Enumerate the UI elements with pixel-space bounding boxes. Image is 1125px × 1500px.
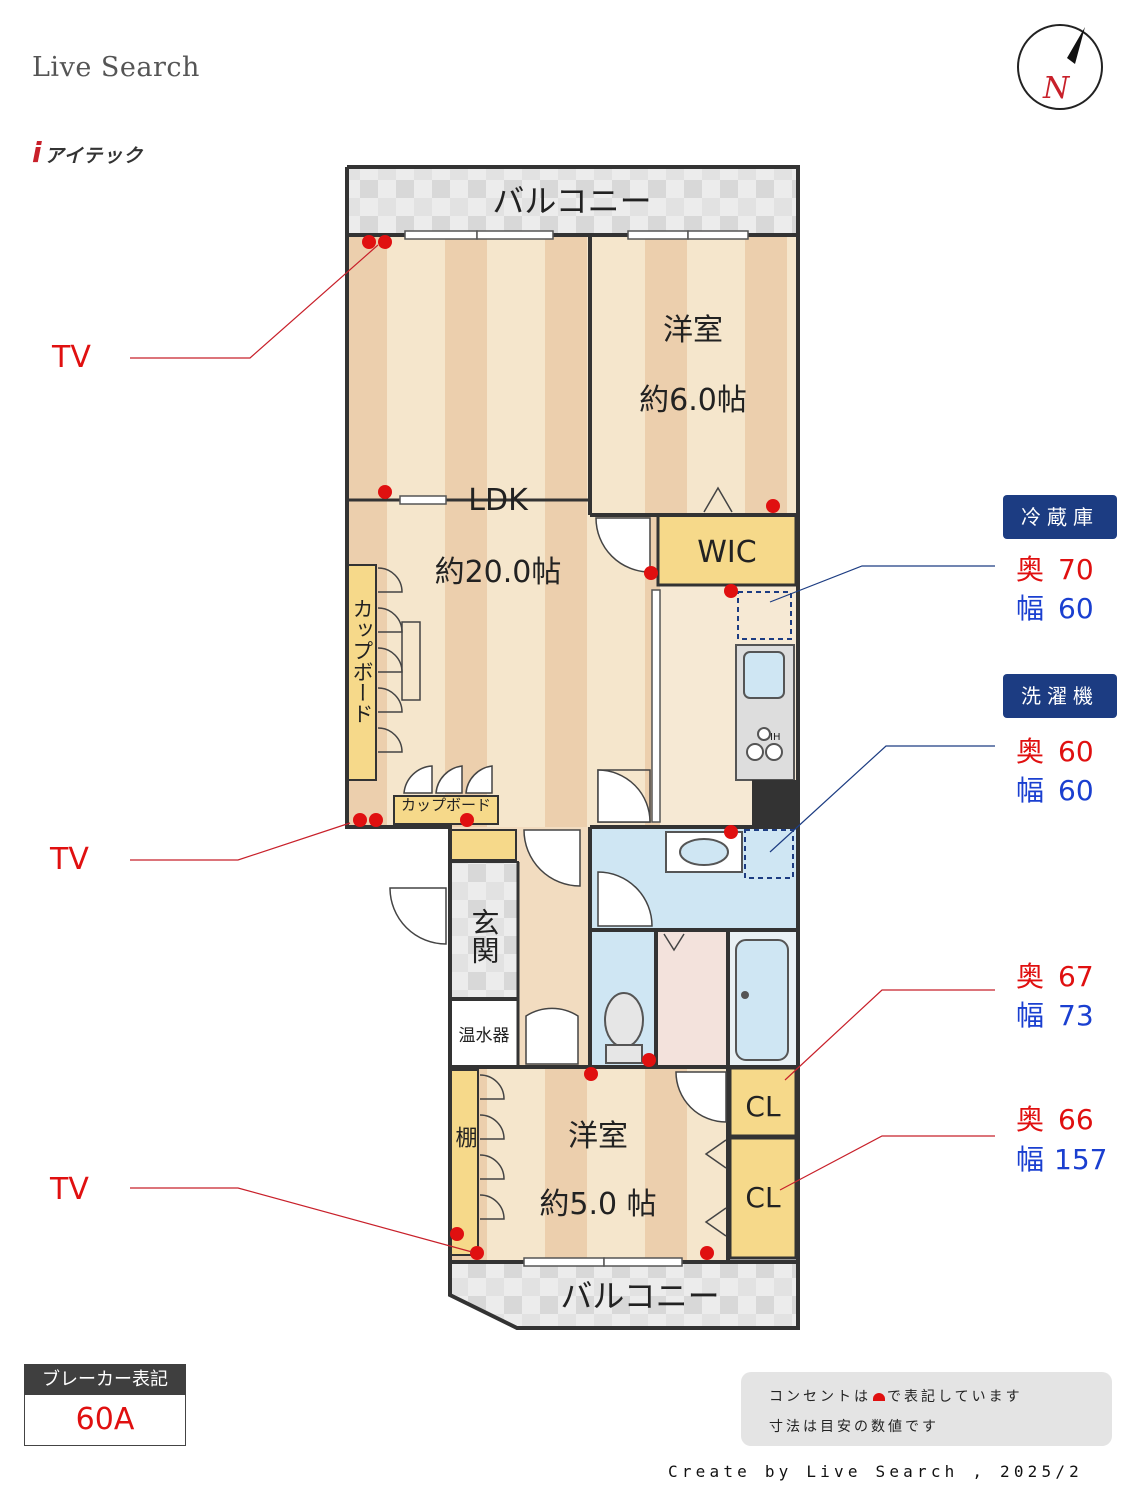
note-line-2: 寸法は目安の数値です bbox=[769, 1419, 939, 1435]
cupboard-doors bbox=[377, 486, 733, 1237]
label-western-room-1-size: 約6.0帖 bbox=[639, 383, 747, 418]
label-wic: WIC bbox=[697, 535, 756, 570]
label-cupboard-small: カップボード bbox=[401, 796, 491, 814]
label-entrance: 玄関 bbox=[468, 908, 501, 964]
tv-label-western-room-2: TV bbox=[50, 1172, 89, 1207]
fridge-spec-header: 冷蔵庫 bbox=[1003, 495, 1117, 539]
label-western-room-1: 洋室 bbox=[663, 313, 723, 348]
cupboard-small bbox=[393, 795, 499, 825]
tv-label-ldk: TV bbox=[52, 340, 91, 375]
label-shelf: 棚 bbox=[452, 1126, 478, 1148]
tv-leader-lines bbox=[130, 244, 995, 1253]
doors bbox=[389, 517, 727, 1123]
note-box: コンセントはで表記しています 寸法は目安の数値です bbox=[741, 1372, 1112, 1446]
pipe-shaft bbox=[752, 780, 796, 827]
label-balcony-bottom: バルコニー bbox=[560, 1277, 719, 1315]
fridge-space bbox=[737, 591, 792, 640]
cupboard-vertical bbox=[347, 564, 377, 781]
washer-spec-header: 洗濯機 bbox=[1003, 674, 1117, 718]
label-closet-1: CL bbox=[745, 1090, 781, 1123]
company-logo-mark: i bbox=[32, 136, 43, 169]
dressing-floor bbox=[658, 930, 726, 1067]
balcony-bottom bbox=[450, 1262, 798, 1328]
label-balcony-top: バルコニー bbox=[492, 182, 651, 220]
footer-credit: Create by Live Search , 2025/2 bbox=[668, 1462, 1083, 1481]
label-western-room-2-size: 約5.0 帖 bbox=[539, 1187, 656, 1222]
breaker-title: ブレーカー表記 bbox=[24, 1364, 186, 1395]
compass-icon: N bbox=[1017, 24, 1103, 110]
label-water-heater: 温水器 bbox=[459, 1026, 510, 1046]
outlets bbox=[353, 235, 780, 1260]
washer-space bbox=[744, 829, 794, 879]
shoe-cabinet bbox=[449, 829, 517, 861]
label-closet-2: CL bbox=[745, 1181, 781, 1214]
windows bbox=[399, 230, 749, 1267]
company-name: アイテック bbox=[44, 145, 144, 167]
western-room-1-floor bbox=[590, 235, 798, 515]
label-western-room-2: 洋室 bbox=[568, 1119, 628, 1154]
entrance-floor bbox=[449, 861, 519, 999]
label-ldk-size: 約20.0帖 bbox=[435, 555, 562, 590]
label-cupboard-vertical: カップボード bbox=[350, 598, 374, 724]
wic-area bbox=[656, 513, 798, 587]
tv-label-ldk-lower: TV bbox=[50, 842, 89, 877]
outlet-symbol-icon bbox=[873, 1393, 885, 1401]
brand-title: Live Search bbox=[32, 52, 200, 83]
breaker-value: 60A bbox=[24, 1395, 186, 1446]
balcony-top bbox=[347, 167, 798, 235]
compass-label: N bbox=[1042, 71, 1071, 106]
kitchen-sink bbox=[743, 651, 785, 699]
label-ldk: LDK bbox=[468, 483, 529, 518]
shelf bbox=[449, 1069, 479, 1256]
bathtub bbox=[735, 939, 789, 1061]
note-line-1: コンセントはで表記しています bbox=[769, 1389, 1023, 1405]
toilet bbox=[604, 992, 644, 1048]
ih-label: IH bbox=[770, 732, 780, 743]
spec-leader-lines bbox=[769, 565, 995, 853]
